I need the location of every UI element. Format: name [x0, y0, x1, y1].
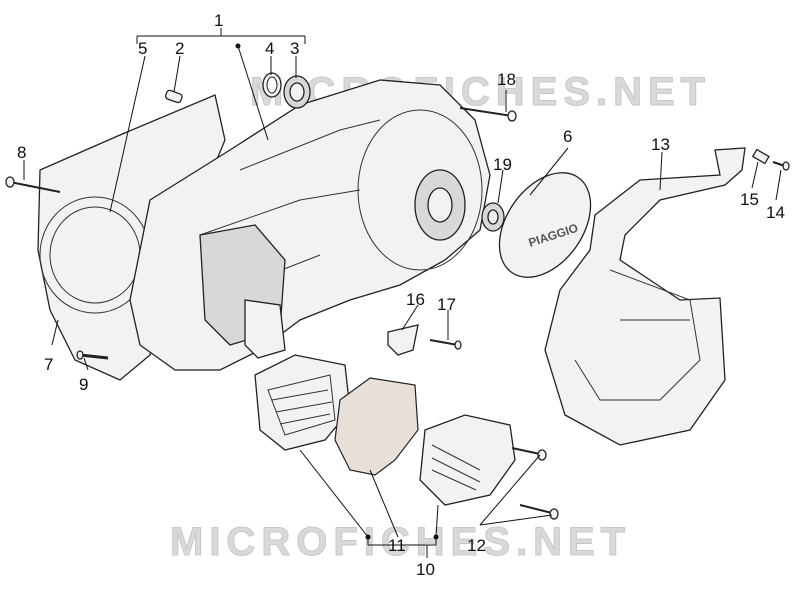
part-18-bolt — [459, 107, 517, 122]
part-11-filter-sponge — [334, 377, 419, 476]
callout-16: 16 — [406, 290, 425, 309]
part-16-clamp — [387, 324, 419, 356]
callout-12: 12 — [467, 536, 486, 555]
callout-17: 17 — [437, 295, 456, 314]
callout-9: 9 — [79, 375, 88, 394]
callout-6: 6 — [563, 127, 572, 146]
part-12-screws — [511, 447, 559, 520]
callout-5: 5 — [138, 39, 147, 58]
part-9-screw — [76, 350, 109, 360]
part-12-filter-cover — [419, 414, 516, 506]
part-14-screw — [772, 161, 790, 171]
callout-14: 14 — [766, 203, 785, 222]
part-19-bushing — [481, 202, 505, 232]
part-4-o-ring — [262, 72, 282, 98]
part-8-screw — [5, 176, 61, 193]
callout-10: 10 — [416, 560, 435, 579]
part-15-washer — [751, 148, 770, 165]
callout-labels: 1 2 3 4 5 6 7 8 9 10 11 12 13 14 15 16 1… — [17, 11, 785, 579]
callout-18: 18 — [497, 70, 516, 89]
callout-1: 1 — [214, 11, 223, 30]
part-2-dowel-pin — [164, 89, 183, 104]
callout-3: 3 — [290, 39, 299, 58]
leader-lines — [23, 28, 782, 558]
callout-11: 11 — [388, 536, 406, 555]
part-13-outer-cover — [544, 147, 746, 446]
callout-8: 8 — [17, 143, 26, 162]
callout-13: 13 — [651, 135, 670, 154]
callout-4: 4 — [265, 39, 274, 58]
watermark-bottom: MICROFICHES.NET — [169, 520, 632, 565]
part-17-bolt — [429, 339, 462, 350]
callout-15: 15 — [740, 190, 759, 209]
callout-2: 2 — [175, 39, 184, 58]
part-6-badge-cap: PIAGGIO — [498, 172, 592, 278]
part-1-crankcase-cover — [129, 79, 491, 371]
callout-19: 19 — [493, 155, 512, 174]
part-3-bearing — [283, 75, 311, 109]
callout-7: 7 — [44, 355, 53, 374]
